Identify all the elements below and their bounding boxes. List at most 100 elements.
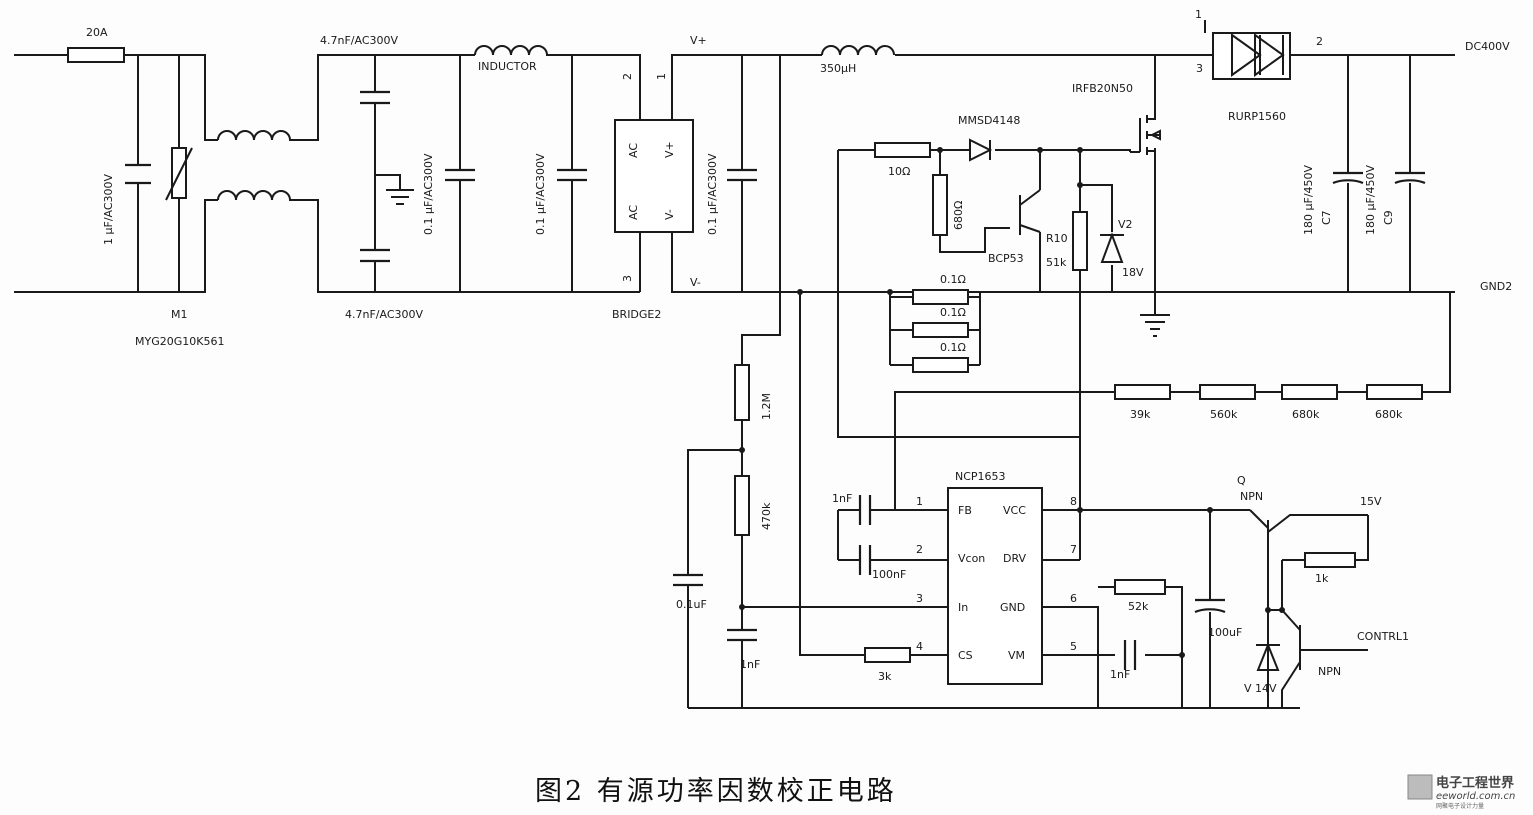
x-capacitor-1-label: 0.1 μF/AC300V [422, 153, 435, 235]
shunt-2-label: 0.1Ω [940, 306, 966, 319]
bridge-pin3-label: 3 [621, 275, 634, 282]
output-diode-package [1212, 32, 1291, 80]
bridge-ac1-label: AC [627, 143, 640, 158]
cap-01uf-wiring [687, 449, 742, 708]
shunt-resistor-3 [912, 357, 969, 373]
ic-vcon-label: Vcon [958, 552, 985, 565]
output-diode-symbol-b [1254, 33, 1285, 77]
vcon-cap-label: 100nF [872, 568, 906, 581]
watermark-site: eeworld.com.cn [1436, 791, 1515, 802]
mosfet-symbol [1139, 115, 1160, 155]
varistor-ref-label: M1 [171, 308, 188, 321]
ic-vm-label: VM [1008, 649, 1025, 662]
mosfet-label: IRFB20N50 [1072, 82, 1133, 95]
cs-trace [799, 292, 948, 656]
sense-cap-1nf-label: 1nF [740, 658, 760, 671]
control-label: CONTRL1 [1357, 630, 1409, 643]
inductor-label: INDUCTOR [478, 60, 537, 73]
ic-drv-label: DRV [1003, 552, 1027, 565]
ic-cs-label: CS [958, 649, 973, 662]
bridge-input-wiring [572, 54, 641, 292]
boost-inductor-label: 350μH [820, 62, 856, 75]
ic-pin4-label: 4 [916, 640, 923, 653]
dc-positive-rail [671, 54, 1205, 120]
vcon-cap-100nf-symbol [858, 545, 872, 575]
fb-cap-label: 1nF [832, 492, 852, 505]
boost-inductor-symbol [821, 45, 895, 56]
feedback-resistor-680k-b [1366, 384, 1423, 400]
feedback-resistor-39k [1114, 384, 1171, 400]
watermark-tag: 网聚电子设计力量 [1436, 802, 1484, 810]
cap-01uf-symbol [673, 573, 703, 587]
earth-ground-icon [386, 189, 414, 205]
fuse-symbol [67, 47, 125, 63]
fb-r3-label: 680k [1292, 408, 1320, 421]
r1k-label: 1k [1315, 572, 1329, 585]
feedback-resistor-560k [1199, 384, 1256, 400]
ic-right-pin-wiring [1042, 292, 1250, 708]
output-diode-symbol-a [1231, 33, 1262, 77]
eeworld-logo-icon [1407, 774, 1433, 800]
y-capacitor-top-symbol [360, 90, 390, 105]
sense-resistor-1-2m [734, 364, 750, 421]
resistor-680-label: 680Ω [952, 201, 965, 230]
pnp-bias-wiring [939, 150, 1041, 292]
gnd2-label: GND2 [1480, 280, 1512, 293]
bridge-pin1-label: 1 [655, 73, 668, 80]
gate-clamp-wiring [1079, 150, 1113, 292]
figure-caption: 图2 有源功率因数校正电路 [535, 776, 897, 807]
bridge-vminus-label: V- [663, 209, 676, 220]
varistor-part-label: MYG20G10K561 [135, 335, 224, 348]
ic-pin5-label: 5 [1070, 640, 1077, 653]
ic-pin8-label: 8 [1070, 495, 1077, 508]
common-mode-choke-symbol [217, 130, 295, 201]
diode-pin1-label: 1 [1195, 8, 1202, 21]
fb-r1-label: 39k [1130, 408, 1151, 421]
ic-gnd-label: GND [1000, 601, 1025, 614]
shunt-resistor-1 [912, 289, 969, 305]
zener-14v-label: V 14V [1244, 682, 1277, 695]
v15-label: 15V [1360, 495, 1382, 508]
cap-01uf-label: 0.1uF [676, 598, 707, 611]
vplus-label: V+ [690, 34, 707, 47]
ic-vcc-label: VCC [1003, 504, 1026, 517]
shunt-3-label: 0.1Ω [940, 341, 966, 354]
vm-resistor-52k [1114, 579, 1166, 595]
eeworld-watermark: 电子工程世界 eeworld.com.cn 网聚电子设计力量 [1407, 774, 1515, 810]
vcc-cap-label: 100uF [1208, 626, 1242, 639]
shunt-wiring [889, 292, 981, 366]
output-diode-wiring [1204, 20, 1455, 56]
ic-pin2-label: 2 [916, 543, 923, 556]
input-capacitor-label: 1 μF/AC300V [102, 173, 115, 245]
ic-pin6-label: 6 [1070, 592, 1077, 605]
y-capacitor-bottom-label: 4.7nF/AC300V [345, 308, 424, 321]
bridge-ref-label: BRIDGE2 [612, 308, 661, 321]
mosfet-arrow [1149, 129, 1161, 141]
input-wiring [14, 54, 475, 293]
y-capacitor-bottom-symbol [360, 248, 390, 263]
bridge-rectifier-box [614, 119, 694, 233]
sense-cap-1nf-symbol [727, 628, 757, 642]
bridge-pin2-label: 2 [621, 73, 634, 80]
varistor-slash [165, 147, 193, 201]
drive-diode-symbol [969, 138, 993, 162]
sense-resistor-470k [734, 475, 750, 536]
ic-pin1-label: 1 [916, 495, 923, 508]
feedback-divider-wiring [894, 292, 1451, 510]
ic-part-label: NCP1653 [955, 470, 1006, 483]
q-ref-label: Q [1237, 474, 1246, 487]
bridge-vplus-label: V+ [663, 141, 676, 158]
r1k-wiring [1281, 515, 1369, 610]
sense-r1-label: 1.2M [760, 393, 773, 420]
output-capacitor-wiring [1347, 55, 1411, 292]
bridge-ac2-label: AC [627, 205, 640, 220]
sense-r2-label: 470k [760, 502, 773, 530]
y-capacitor-top-label: 4.7nF/AC300V [320, 34, 399, 47]
power-ground-icon [1140, 314, 1170, 337]
vm-resistor-wiring [1098, 586, 1183, 655]
ic-fb-label: FB [958, 504, 972, 517]
gate-resistor-label: 10Ω [888, 165, 910, 178]
drive-diode-label: MMSD4148 [958, 114, 1020, 127]
fb-vcon-cap-wiring [837, 509, 948, 561]
